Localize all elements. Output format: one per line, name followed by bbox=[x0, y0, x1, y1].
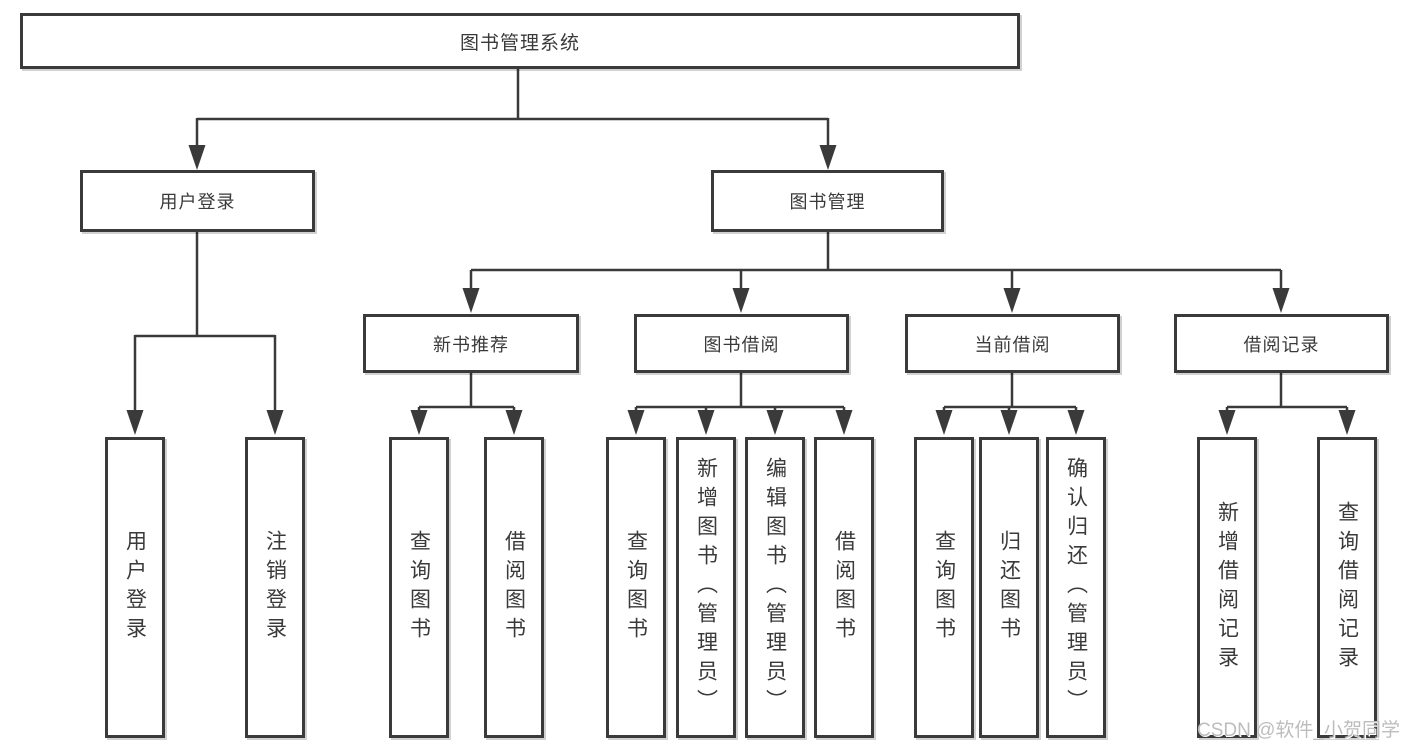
leaf-borrow-books-recommend: 借阅图书 bbox=[484, 437, 544, 738]
node-label: 注销登录 bbox=[263, 529, 287, 646]
leaf-user-login: 用户登录 bbox=[105, 437, 165, 738]
leaf-query-books-current: 查询图书 bbox=[914, 437, 974, 738]
leaf-edit-books-admin: 编辑图书（管理员） bbox=[745, 437, 805, 738]
node-current-borrowing: 当前借阅 bbox=[905, 314, 1120, 373]
node-label: 图书借阅 bbox=[703, 334, 780, 355]
node-book-borrowing: 图书借阅 bbox=[634, 314, 849, 373]
watermark: CSDN @软件_小贺同学 bbox=[1197, 720, 1400, 741]
node-library-management-system: 图书管理系统 bbox=[20, 13, 1020, 69]
node-label: 借阅图书 bbox=[832, 529, 856, 646]
node-book-management: 图书管理 bbox=[711, 170, 944, 232]
node-label: 归还图书 bbox=[997, 529, 1021, 646]
node-label: 新增图书（管理员） bbox=[694, 457, 718, 718]
leaf-query-books-borrowing: 查询图书 bbox=[606, 437, 666, 738]
leaf-logout-login: 注销登录 bbox=[245, 437, 305, 738]
node-label: 查询图书 bbox=[407, 529, 431, 646]
node-label: 新增借阅记录 bbox=[1215, 500, 1239, 675]
node-label: 当前借阅 bbox=[974, 334, 1051, 355]
node-label: 用户登录 bbox=[159, 192, 236, 212]
node-label: 图书管理系统 bbox=[459, 32, 580, 54]
leaf-query-books-recommend: 查询图书 bbox=[389, 437, 449, 738]
node-label: 编辑图书（管理员） bbox=[763, 457, 787, 718]
leaf-add-borrow-record: 新增借阅记录 bbox=[1197, 437, 1257, 738]
leaf-add-books-admin: 新增图书（管理员） bbox=[676, 437, 736, 738]
leaf-query-borrow-record: 查询借阅记录 bbox=[1317, 437, 1377, 738]
node-user-login: 用户登录 bbox=[80, 170, 315, 232]
node-borrowing-records: 借阅记录 bbox=[1174, 314, 1389, 373]
node-label: 用户登录 bbox=[123, 529, 147, 646]
leaf-borrow-books-borrowing: 借阅图书 bbox=[814, 437, 874, 738]
node-label: 新书推荐 bbox=[433, 334, 509, 355]
node-label: 查询借阅记录 bbox=[1335, 500, 1359, 675]
node-label: 图书管理 bbox=[789, 192, 866, 212]
node-label: 借阅图书 bbox=[502, 529, 526, 646]
node-label: 借阅记录 bbox=[1243, 334, 1320, 355]
node-label: 查询图书 bbox=[932, 529, 956, 646]
node-label: 查询图书 bbox=[624, 529, 648, 646]
node-new-book-recommendation: 新书推荐 bbox=[363, 314, 579, 373]
node-label: 确认归还（管理员） bbox=[1064, 457, 1088, 718]
leaf-confirm-return-admin: 确认归还（管理员） bbox=[1046, 437, 1106, 738]
leaf-return-books: 归还图书 bbox=[979, 437, 1039, 738]
